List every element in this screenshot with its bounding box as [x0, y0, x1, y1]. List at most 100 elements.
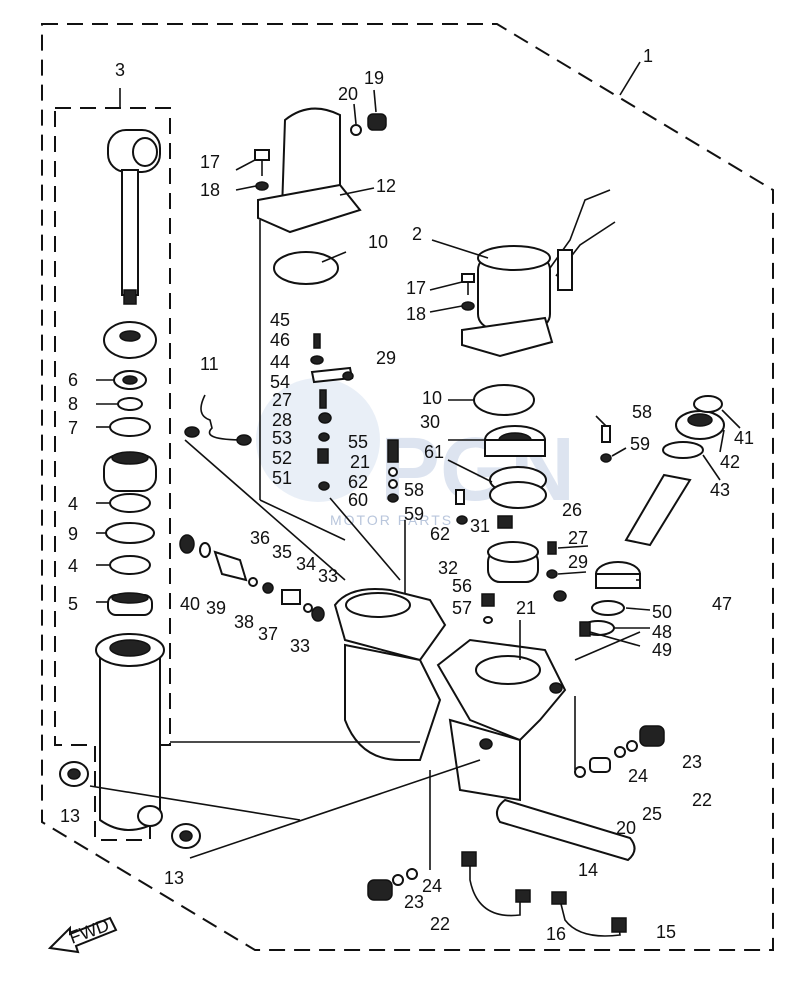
callout-29: 29: [376, 348, 396, 368]
callout-7: 7: [68, 418, 78, 438]
ball-27: [546, 569, 558, 579]
callout-31: 31: [470, 516, 490, 536]
valve-stack: [310, 333, 354, 491]
callout-51: 51: [272, 468, 292, 488]
callout-11: 11: [200, 354, 219, 374]
callout-45: 45: [270, 310, 290, 330]
callout-10: 10: [422, 388, 442, 408]
callout-43: 43: [710, 480, 730, 500]
o-ring-24b: [406, 868, 418, 880]
callout-47: 47: [712, 594, 732, 614]
o-ring-20b: [574, 766, 586, 778]
o-ring-43: [662, 441, 704, 459]
callout-16: 16: [546, 924, 566, 944]
assembly-boundary: [41, 23, 774, 951]
callout-50: 50: [652, 602, 672, 622]
watermark-subtitle: MOTOR PARTS: [330, 512, 453, 528]
pipe-16: [469, 858, 521, 917]
callout-33: 33: [318, 566, 338, 586]
pipe-15: [559, 899, 621, 937]
fitting-31: [497, 515, 513, 529]
fitting-22a: [639, 725, 665, 747]
screw-49: [579, 621, 591, 637]
filter-56: [481, 593, 495, 607]
callout-40: 40: [180, 594, 200, 614]
o-ring-8: [117, 397, 143, 411]
callout-20: 20: [616, 818, 636, 838]
callout-48: 48: [652, 622, 672, 642]
callout-2: 2: [412, 224, 422, 244]
callout-18: 18: [406, 304, 426, 324]
callout-5: 5: [68, 594, 78, 614]
o-ring-4b: [109, 555, 151, 575]
wiper-41: [693, 395, 723, 413]
callout-33: 33: [290, 636, 310, 656]
callout-21: 21: [350, 452, 370, 472]
callout-62: 62: [348, 472, 368, 492]
washer-59: [600, 453, 612, 463]
piston: [103, 451, 157, 492]
ring-5: [107, 592, 153, 616]
callout-23: 23: [404, 892, 424, 912]
rod-seal-42: [675, 410, 725, 440]
callout-41: 41: [734, 428, 754, 448]
o-ring-10b: [473, 384, 535, 416]
reservoir: [257, 107, 362, 234]
callout-8: 8: [68, 394, 78, 414]
washer-18b: [461, 301, 475, 311]
washer-18a: [255, 181, 269, 191]
fill-plug: [367, 113, 387, 131]
bushing-13a: [59, 761, 89, 787]
callout-32: 32: [438, 558, 458, 578]
callout-59: 59: [404, 504, 424, 524]
callout-10: 10: [368, 232, 388, 252]
callout-34: 34: [296, 554, 316, 574]
callout-27: 27: [272, 390, 292, 410]
callout-24: 24: [422, 876, 442, 896]
callout-39: 39: [206, 598, 226, 618]
piston-47: [595, 561, 641, 589]
callout-22: 22: [430, 914, 450, 934]
callout-54: 54: [270, 372, 290, 392]
pipe-11: [200, 394, 246, 441]
washer-59b: [456, 515, 468, 525]
o-ring-7: [109, 417, 151, 437]
callout-56: 56: [452, 576, 472, 596]
callout-21: 21: [516, 598, 536, 618]
o-ring-23b: [392, 874, 404, 886]
fwd-label: FWD: [67, 915, 112, 948]
callout-29: 29: [568, 552, 588, 572]
screw-58b: [455, 489, 465, 505]
callout-44: 44: [270, 352, 290, 372]
callout-13: 13: [60, 806, 80, 826]
assembly-lines: [89, 220, 641, 870]
bushing-13b: [171, 823, 201, 849]
callout-leaders: [96, 61, 741, 647]
callout-14: 14: [578, 860, 598, 880]
o-ring-20: [350, 124, 362, 136]
screw-58: [601, 425, 611, 443]
callout-30: 30: [420, 412, 440, 432]
manifold-32: [487, 541, 539, 583]
o-ring-10a: [273, 251, 339, 285]
callout-60: 60: [348, 490, 368, 510]
callout-58: 58: [632, 402, 652, 422]
callout-36: 36: [250, 528, 270, 548]
callout-59: 59: [630, 434, 650, 454]
callout-28: 28: [272, 410, 292, 430]
washer-50: [591, 600, 625, 616]
callout-15: 15: [656, 922, 676, 942]
callout-42: 42: [720, 452, 740, 472]
callout-24: 24: [628, 766, 648, 786]
callout-23: 23: [682, 752, 702, 772]
trim-rod: [624, 473, 692, 547]
callout-18: 18: [200, 180, 220, 200]
callout-38: 38: [234, 612, 254, 632]
gear-pump-30: [484, 425, 546, 457]
callout-9: 9: [68, 524, 78, 544]
callout-17: 17: [406, 278, 426, 298]
screw-17a: [254, 149, 270, 176]
callout-13: 13: [164, 868, 184, 888]
fwd-arrow-icon: FWD: [47, 915, 118, 954]
